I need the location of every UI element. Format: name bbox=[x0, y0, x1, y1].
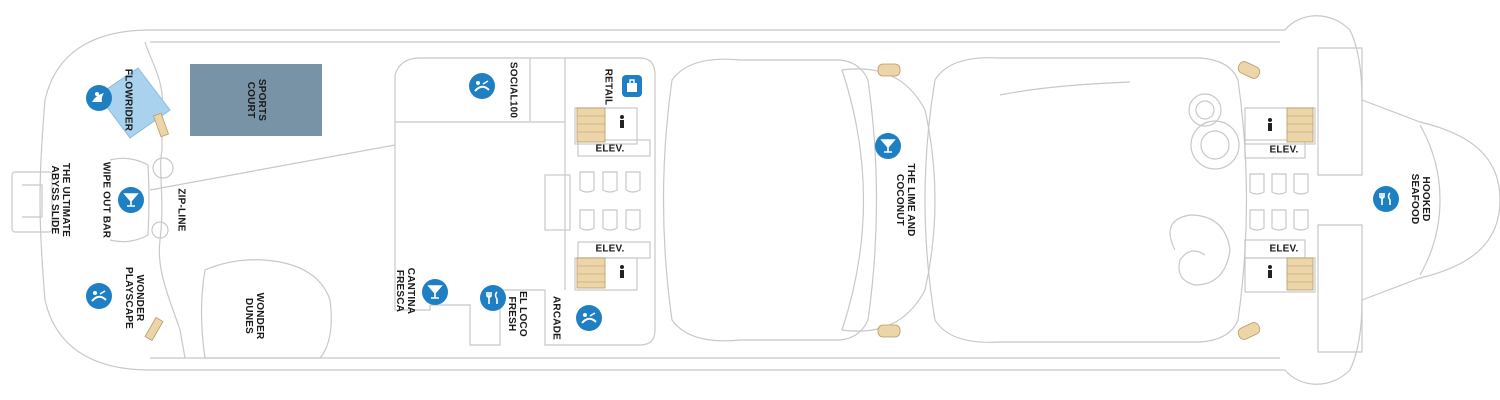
zip-line-label: ZIP-LINE bbox=[175, 188, 187, 232]
wipe-out-bar-label: WIPE OUT BAR bbox=[100, 161, 112, 239]
surf-icon[interactable] bbox=[86, 85, 112, 111]
cocktail-icon[interactable] bbox=[422, 279, 448, 305]
el-loco-fresh-label: EL LOCO FRESH bbox=[506, 291, 528, 337]
elevator-label-3: ELEV. bbox=[1269, 144, 1299, 156]
flowrider-pool bbox=[97, 67, 171, 139]
hooked-seafood-label: HOOKED SEAFOOD bbox=[1409, 173, 1431, 225]
kids-slide-icon[interactable] bbox=[86, 283, 112, 309]
arcade-label: ARCADE bbox=[550, 296, 562, 340]
elevator-label-4: ELEV. bbox=[1269, 243, 1299, 255]
sports-court-area bbox=[190, 64, 322, 136]
kids-slide-icon[interactable] bbox=[576, 305, 602, 331]
wonder-dunes-label: WONDER DUNES bbox=[243, 292, 265, 340]
abyss-slide-label: THE ULTIMATE ABYSS SLIDE bbox=[49, 162, 71, 238]
lime-and-coconut-label: THE LIME AND COCONUT bbox=[894, 163, 916, 237]
elevator-label-2: ELEV. bbox=[595, 243, 625, 255]
dining-icon[interactable] bbox=[480, 285, 506, 311]
retail-label: RETAIL bbox=[602, 68, 614, 106]
dining-icon[interactable] bbox=[1373, 186, 1399, 212]
elevator-label-1: ELEV. bbox=[595, 143, 625, 155]
shopping-bag-icon[interactable] bbox=[622, 75, 642, 97]
sports-court-label: SPORTS COURT bbox=[245, 78, 267, 122]
flowrider-label: FLOWRIDER bbox=[122, 68, 134, 132]
cantina-fresca-label: CANTINA FRESCA bbox=[394, 267, 416, 315]
cocktail-icon[interactable] bbox=[118, 187, 144, 213]
social100-label: SOCIAL100 bbox=[507, 61, 519, 119]
cocktail-icon[interactable] bbox=[875, 133, 901, 159]
kids-slide-icon[interactable] bbox=[469, 73, 495, 99]
wonder-playscape-label: WONDER PLAYSCAPE bbox=[123, 266, 145, 330]
